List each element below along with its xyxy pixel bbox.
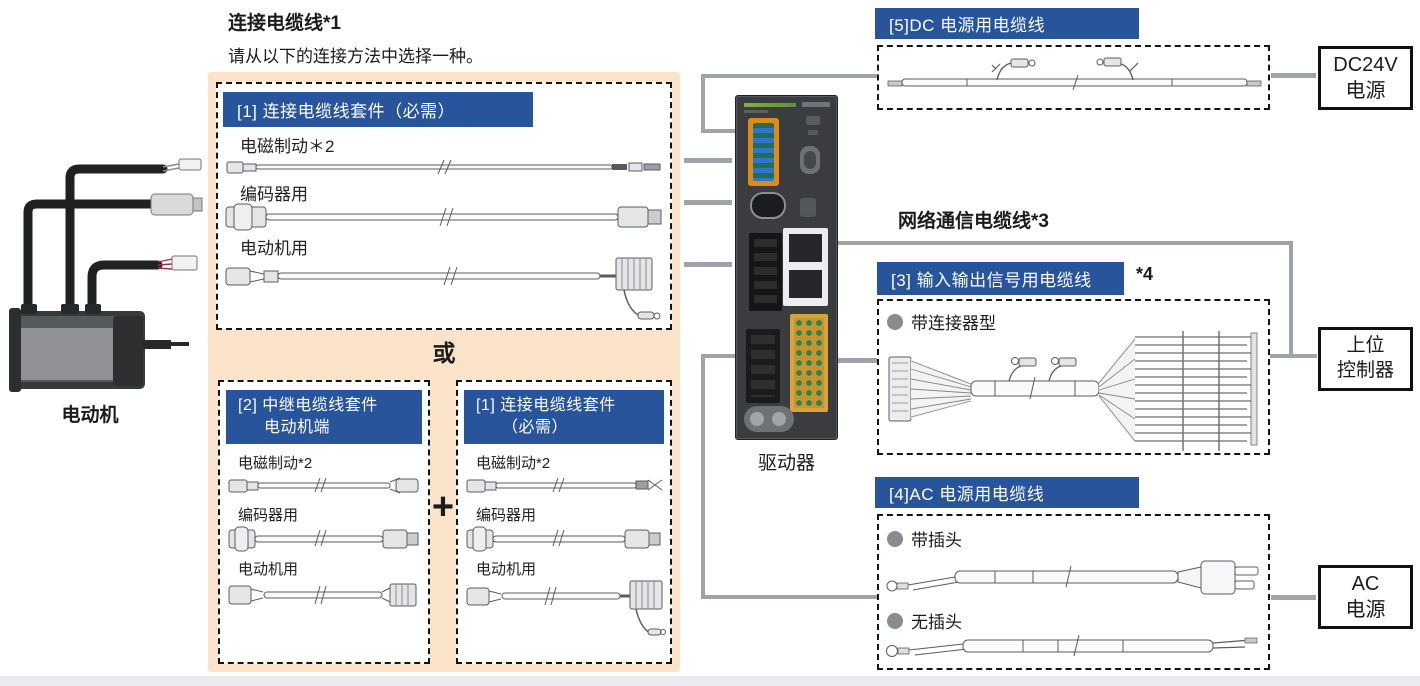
box3-encoder-cable-drawing	[466, 526, 664, 552]
motor-graphic	[9, 158, 203, 392]
ac-supply-box: AC 电源	[1318, 565, 1413, 629]
bullet-dot-icon	[887, 530, 903, 547]
driver-ground-screws	[744, 406, 794, 432]
box1-cable-brake-label: 电磁制动＊2	[240, 137, 335, 156]
io-cable-header: [3] 输入输出信号用电缆线	[877, 262, 1124, 295]
box2-cable-motor-label: 电动机用	[238, 561, 299, 578]
box1-cable-motor-label: 电动机用	[240, 239, 308, 258]
box1-header: [1] 连接电缆线套件（必需）	[223, 92, 533, 127]
box2-cable-brake-label: 电磁制动*2	[238, 455, 313, 472]
box2-header: [2] 中继电缆线套件 电动机端	[226, 390, 422, 444]
io-cable-note: *4	[1136, 264, 1154, 284]
host-controller-line1: 上位	[1346, 335, 1385, 357]
box3-motor-cable-drawing	[466, 580, 666, 642]
driver-ethernet-ports	[783, 228, 828, 306]
driver-led2	[808, 130, 818, 135]
box3-header-line1: [1] 连接电缆线套件	[476, 397, 616, 415]
stub-ac-to-supply	[1271, 595, 1316, 600]
box2-header-line2: 电动机端	[264, 419, 331, 436]
stub-encoder-to-driver	[684, 200, 732, 205]
box2-header-line1: [2] 中继电缆线套件	[238, 397, 378, 415]
stub-driver-to-io	[838, 358, 877, 363]
bullet-dot-icon	[887, 313, 903, 330]
box3-header-line2: （必需）	[502, 419, 569, 436]
driver-label: 驱动器	[757, 453, 815, 474]
ac-cable-box: 带插头 无插头	[877, 514, 1270, 670]
ac-without-plug-row: 无插头	[887, 608, 962, 633]
host-controller-line2: 控制器	[1336, 360, 1394, 381]
box1-brake-cable-drawing	[226, 156, 662, 178]
box1-connection-cable-set: [1] 连接电缆线套件（必需） 电磁制动＊2 编码器用	[216, 82, 672, 330]
ac-supply-line1: AC	[1351, 573, 1380, 595]
ac-with-plug-label: 带插头	[911, 531, 962, 550]
ac-plug-cable-drawing	[883, 550, 1263, 602]
dc24v-supply-line2: 电源	[1345, 80, 1386, 102]
stub-motor-to-driver	[684, 262, 732, 267]
io-connector-type-label: 带连接器型	[911, 314, 996, 333]
dc-line-top	[701, 74, 877, 78]
dc-cable-box	[877, 45, 1270, 110]
box1-motor-cable-drawing	[224, 256, 664, 328]
stub-dc-to-supply	[1271, 73, 1316, 78]
driver-brand-text	[744, 103, 796, 107]
box2-relay-cable-set: [2] 中继电缆线套件 电动机端 电磁制动*2 编码器用	[218, 380, 430, 664]
bullet-dot-icon	[887, 612, 903, 629]
box3-header: [1] 连接电缆线套件 （必需）	[464, 390, 664, 444]
io-cable-box: 带连接器型	[877, 299, 1270, 455]
driver-io-terminal-green	[790, 314, 828, 412]
box2-cable-encoder-label: 编码器用	[238, 507, 299, 524]
driver-model-text	[802, 102, 830, 107]
driver-encoder-connector	[749, 233, 782, 311]
box2-motor-cable-drawing	[228, 580, 422, 610]
dc24v-supply-line1: DC24V	[1333, 54, 1398, 76]
motor-illustration	[5, 148, 205, 398]
ac-without-plug-label: 无插头	[911, 613, 962, 632]
driver-illustration	[735, 95, 838, 440]
stub-brake-to-driver	[684, 158, 732, 163]
network-cable-label: 网络通信电缆线*3	[898, 211, 1049, 232]
network-line-foot	[1269, 354, 1317, 358]
box2-encoder-cable-drawing	[228, 526, 422, 552]
box2-brake-cable-drawing	[228, 474, 422, 496]
network-line-vertical	[1289, 241, 1293, 357]
driver-io-terminal-orange	[748, 118, 779, 186]
ac-line-vertical	[701, 354, 705, 599]
dc-line-vertical	[701, 74, 705, 133]
diagram-subtitle: 请从以下的连接方法中选择一种。	[228, 47, 483, 66]
or-label: 或	[432, 340, 456, 366]
ac-line-bottom	[701, 595, 877, 599]
ac-with-plug-row: 带插头	[887, 526, 962, 551]
network-line-horizontal	[838, 241, 1293, 245]
box3-connection-cable-set: [1] 连接电缆线套件 （必需） 电磁制动*2 编码器用	[456, 380, 672, 664]
plus-label: +	[431, 486, 455, 528]
box1-cable-encoder-label: 编码器用	[240, 185, 308, 204]
ac-line-from-driver	[701, 354, 737, 358]
diagram-title: 连接电缆线*1	[228, 13, 341, 34]
box3-cable-encoder-label: 编码器用	[476, 507, 537, 524]
ac-cable-header: [4]AC 电源用电缆线	[875, 477, 1139, 508]
driver-power-connector	[746, 329, 780, 403]
box3-cable-brake-label: 电磁制动*2	[476, 455, 551, 472]
io-cable-drawing	[883, 329, 1268, 453]
motor-label: 电动机	[61, 405, 119, 426]
ac-supply-line2: 电源	[1345, 599, 1386, 621]
dc-cable-drawing	[882, 51, 1267, 107]
host-controller-box: 上位 控制器	[1318, 327, 1413, 391]
driver-usb-port	[750, 192, 786, 219]
driver-label-line	[744, 110, 768, 113]
dc24v-supply-box: DC24V 电源	[1318, 46, 1413, 110]
dc-cable-header: [5]DC 电源用电缆线	[875, 8, 1139, 39]
driver-rotary-switch	[800, 146, 820, 174]
driver-aux-connector	[800, 198, 816, 217]
page-bottom-strip	[0, 676, 1420, 686]
driver-led-block	[806, 116, 820, 125]
box1-encoder-cable-drawing	[224, 202, 664, 232]
dc-line-to-driver	[701, 129, 737, 133]
box3-cable-motor-label: 电动机用	[476, 561, 537, 578]
box3-brake-cable-drawing	[466, 474, 664, 496]
ac-noplug-cable-drawing	[883, 634, 1263, 666]
io-connector-type-row: 带连接器型	[887, 309, 996, 334]
